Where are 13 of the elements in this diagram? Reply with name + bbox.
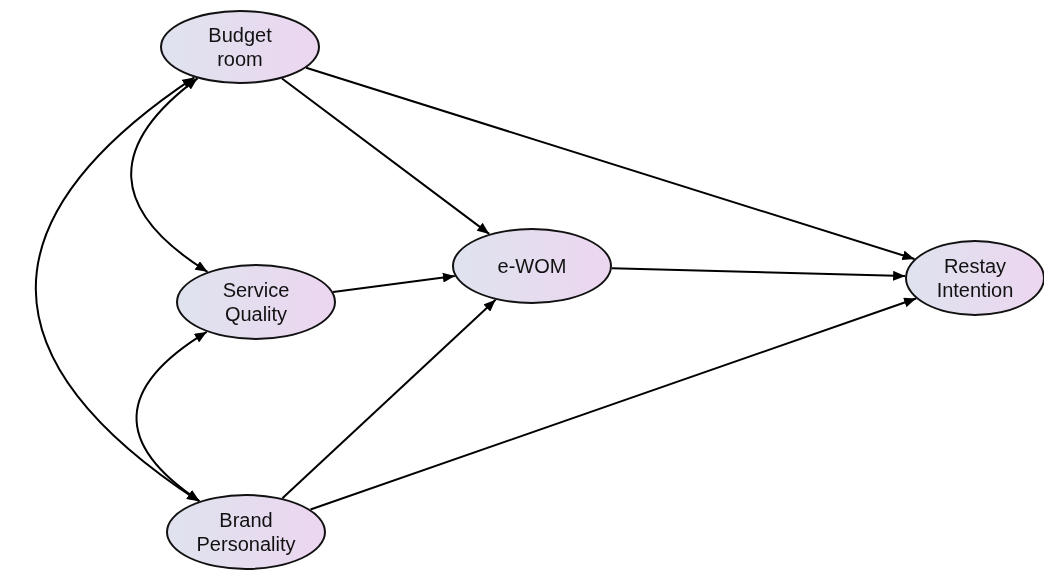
arrow (610, 267, 907, 281)
double-headed-arrow (135, 330, 208, 503)
arrow (281, 298, 497, 500)
construct-label: Service Quality (221, 278, 291, 326)
arrow (309, 297, 918, 511)
construct-label: Restay Intention (935, 254, 1015, 302)
construct-label: Brand Personality (195, 508, 297, 556)
arrow (305, 66, 916, 261)
arrow (281, 77, 491, 235)
construct-label: e-WOM (497, 254, 567, 278)
double-headed-arrow (34, 76, 200, 503)
construct-label: Budget room (207, 23, 273, 71)
double-headed-arrow (130, 77, 209, 273)
